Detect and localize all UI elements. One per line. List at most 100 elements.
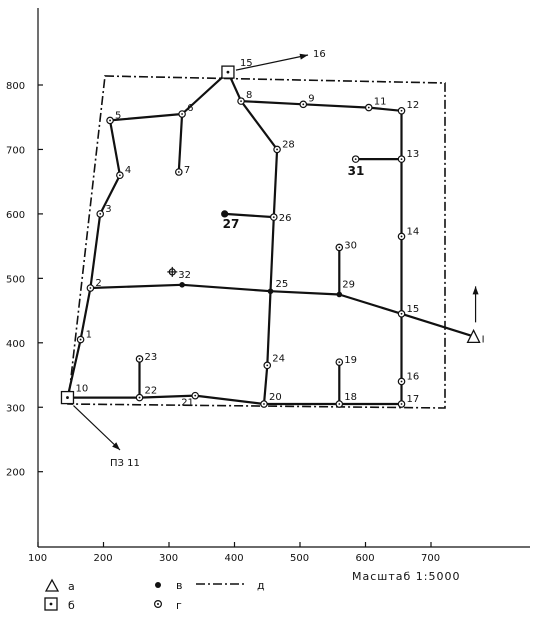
legend-label-d: д xyxy=(257,579,265,592)
survey-point-center xyxy=(194,394,197,397)
survey-point-center xyxy=(338,246,341,249)
point-label: 13 xyxy=(407,149,420,160)
traverse-lines xyxy=(66,70,475,406)
traverse-line xyxy=(66,70,279,406)
triangle-icon xyxy=(44,578,60,592)
open-circle-center xyxy=(157,603,159,605)
survey-point-center xyxy=(118,174,121,177)
point-label: 1 xyxy=(86,330,92,341)
arrow-to-16 xyxy=(235,54,309,71)
point-label: 25 xyxy=(276,279,289,290)
y-tick-label: 200 xyxy=(6,468,25,479)
survey-point-filled xyxy=(221,210,229,218)
y-tick-label: 300 xyxy=(6,403,25,414)
point-label: 18 xyxy=(344,392,357,403)
survey-point-center xyxy=(109,119,111,122)
survey-point-center xyxy=(400,109,403,112)
y-tick-label: 400 xyxy=(6,339,25,350)
arrow-to-pz11 xyxy=(73,405,121,451)
survey-point-center xyxy=(338,403,341,405)
survey-point-center xyxy=(99,213,102,215)
axes xyxy=(37,8,530,548)
point-label-15: 15 xyxy=(240,58,253,69)
survey-point-center xyxy=(400,380,403,383)
point-label: 17 xyxy=(407,394,420,405)
point-label: 26 xyxy=(279,213,292,224)
traverse-line xyxy=(240,99,403,406)
point-label: 7 xyxy=(184,165,190,176)
survey-point-center xyxy=(181,113,184,115)
legend-label-v: в xyxy=(176,579,182,592)
survey-point-dot xyxy=(179,281,185,288)
survey-point-center xyxy=(79,338,82,341)
survey-point-center xyxy=(367,106,370,109)
point-label: 11 xyxy=(374,97,387,108)
point-label: 8 xyxy=(246,90,252,101)
x-tick-label: 700 xyxy=(421,553,440,564)
square-marker-center xyxy=(66,396,69,399)
traverse-line xyxy=(177,112,184,174)
traverse-line xyxy=(89,283,475,338)
x-tick-label: 100 xyxy=(28,553,47,564)
point-label: 28 xyxy=(282,139,295,150)
point-label-10: 10 xyxy=(75,384,88,395)
point-label: 29 xyxy=(342,279,355,290)
point-label: 19 xyxy=(344,355,357,366)
point-label: 5 xyxy=(115,110,121,121)
survey-point-center xyxy=(177,171,180,173)
legend: а в д б г xyxy=(44,578,265,612)
x-tick-label: 200 xyxy=(94,553,113,564)
survey-point-center xyxy=(400,312,403,315)
survey-point-center xyxy=(276,148,278,151)
x-tick-label: 500 xyxy=(290,553,309,564)
survey-point-center xyxy=(338,361,341,364)
point-label: 27 xyxy=(223,217,240,231)
point-label: 30 xyxy=(344,240,357,251)
point-label: 16 xyxy=(407,371,420,382)
arrow-to-16-head xyxy=(299,53,308,60)
y-tick-label: 800 xyxy=(6,81,25,92)
survey-point-center xyxy=(354,158,357,161)
north-arrow-head xyxy=(472,286,479,295)
survey-point-center xyxy=(272,216,275,219)
filled-dot-icon xyxy=(155,582,161,588)
survey-point-center xyxy=(400,403,403,405)
point-label: 23 xyxy=(145,352,158,363)
arrow-16-label: 16 xyxy=(313,49,326,60)
point-label: 3 xyxy=(105,204,111,215)
y-tick-label: 600 xyxy=(6,210,25,221)
survey-point-center xyxy=(263,403,265,405)
survey-point-center xyxy=(240,100,242,103)
legend-label-g: г xyxy=(176,599,182,612)
point-label: 15 xyxy=(407,304,420,315)
point-label: 9 xyxy=(308,93,314,104)
survey-point-dot xyxy=(336,291,343,298)
site-boundary xyxy=(67,75,446,409)
survey-point-center xyxy=(400,158,403,161)
arrow-to-pz11-head xyxy=(112,442,120,450)
point-label: 20 xyxy=(269,392,282,403)
point-label: 14 xyxy=(407,226,420,237)
survey-point-center xyxy=(138,396,141,399)
y-tick-label: 500 xyxy=(6,274,25,285)
point-label: 12 xyxy=(407,100,420,111)
point-label: 4 xyxy=(125,165,131,176)
point-label: 2 xyxy=(95,278,101,289)
survey-point-dot xyxy=(267,288,274,295)
square-center-dot xyxy=(49,602,53,606)
point-label: 24 xyxy=(272,353,285,364)
survey-point-center xyxy=(266,364,269,367)
triangle-point-I xyxy=(466,328,481,344)
survey-point-center xyxy=(138,358,141,360)
x-tick-label: 300 xyxy=(159,553,178,564)
point-label-I: I xyxy=(482,334,485,345)
y-tick-labels: 800 700 600 500 400 300 200 xyxy=(6,81,43,479)
square-marker-center xyxy=(226,70,230,74)
y-tick-label: 700 xyxy=(6,145,25,156)
x-tick-label: 600 xyxy=(356,553,375,564)
